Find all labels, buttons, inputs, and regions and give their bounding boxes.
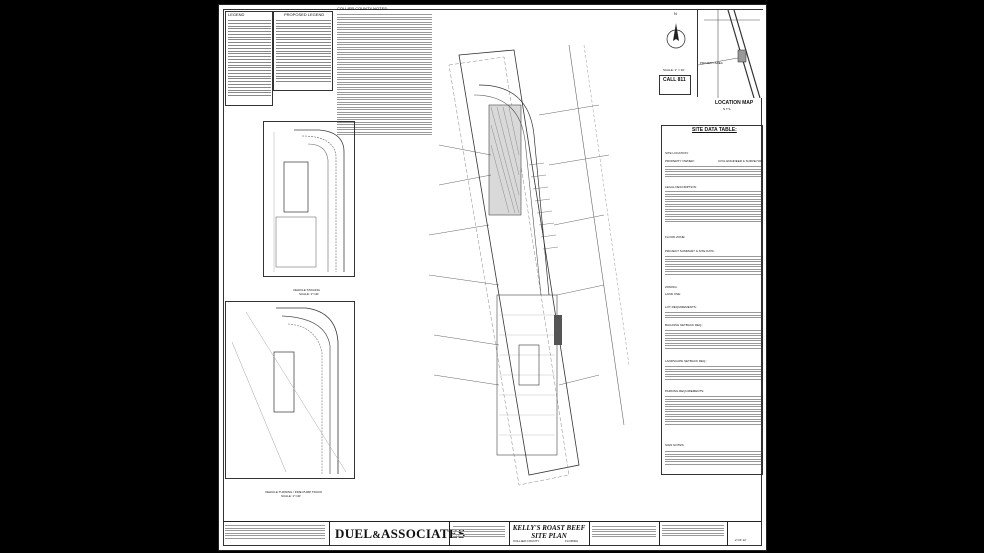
main-site-plan (428, 45, 629, 486)
project-area-label: PROJECT AREA (700, 61, 723, 65)
north-arrow-icon (666, 23, 686, 49)
site-data-line: CIVIL ENGINEER & SURVEYOR: (718, 159, 764, 163)
site-data-title: SITE DATA TABLE: (692, 127, 737, 133)
project-name-line1: KELLY'S ROAST BEEF (512, 524, 586, 532)
vehicle-staging-detail (263, 121, 355, 277)
site-data-line: LANDSCAPE SETBACK REQ.: (665, 359, 708, 363)
site-data-line: SITE LOCATION: (665, 151, 689, 155)
location-map-label: LOCATION MAP (715, 100, 754, 106)
call-811-text: CALL 811 (663, 77, 686, 83)
firm-logo: DUEL&ASSOCIATES (335, 526, 465, 542)
site-data-line: LEGAL DESCRIPTION: (665, 185, 697, 189)
site-data-line: PROJECT SUMMARY & SITE DATA: (665, 249, 715, 253)
county-label: COLLIER COUNTY (513, 539, 540, 543)
firm-amp: & (372, 530, 381, 541)
site-data-line: FLOOD ZONE: (665, 235, 686, 239)
firm-name-left: DUEL (335, 526, 373, 541)
sheet-border (223, 9, 762, 546)
vehicle-staging-scale: SCALE: 1"=40' (299, 292, 319, 296)
title-block: DUEL&ASSOCIATES KELLY'S ROAST BEEF SITE … (223, 521, 762, 546)
vehicle-staging-drawing (273, 129, 345, 272)
site-data-line: PROPERTY OWNER: (665, 159, 695, 163)
vehicle-staging-label: VEHICLE STAGING (293, 288, 320, 292)
site-data-line: LOT REQUIREMENTS: (665, 305, 697, 309)
site-data-line: PARKING REQUIREMENTS: (665, 389, 705, 393)
firm-name-right: ASSOCIATES (380, 526, 466, 541)
location-map: PROJECT AREA (697, 9, 764, 98)
vehicle-turning-detail (225, 301, 355, 479)
location-map-scale: N.T.S. (723, 107, 732, 111)
call-811-badge: CALL 811 (659, 75, 691, 95)
firm-logo-block: DUEL&ASSOCIATES (329, 522, 465, 546)
project-name-line2: SITE PLAN (531, 532, 567, 540)
sheet-info-block (659, 522, 728, 546)
site-plan-sheet: LEGEND PROPOSED LEGEND COLLIER COUNTY NO… (218, 4, 767, 551)
proposed-legend-box: PROPOSED LEGEND (273, 11, 333, 91)
site-data-line: BUILDING SETBACK REQ.: (665, 323, 704, 327)
engineer-seal-block (589, 522, 660, 546)
county-notes-title: COLLIER COUNTY NOTES: (337, 6, 389, 11)
site-data-line: LAND USE: (665, 292, 681, 296)
site-data-line: SIGN NOTES: (665, 443, 685, 447)
site-data-line: ZONING: (665, 285, 678, 289)
project-name-block: KELLY'S ROAST BEEF SITE PLAN COLLIER COU… (509, 522, 590, 546)
sheet-number: 2 OF 12 (735, 538, 746, 542)
location-map-drawing (698, 10, 764, 98)
site-data-table: SITE DATA TABLE: SITE LOCATION: PROPERTY… (661, 125, 763, 475)
revision-block (223, 522, 330, 546)
state-label: FLORIDA (565, 539, 579, 543)
vehicle-turning-scale: SCALE: 1"=40' (281, 494, 301, 498)
north-label: N (674, 11, 677, 16)
legend-box: LEGEND (225, 11, 273, 106)
vehicle-turning-label: VEHICLE TURNING / FIRE PUMP TRUCK (265, 490, 323, 494)
scale-label: SCALE: 1" = 30' (663, 68, 685, 72)
county-notes (337, 14, 432, 137)
firm-address-block (449, 522, 510, 546)
proposed-legend-title: PROPOSED LEGEND (284, 12, 325, 17)
legend-title: LEGEND (228, 12, 245, 17)
vehicle-turning-drawing (231, 307, 347, 474)
